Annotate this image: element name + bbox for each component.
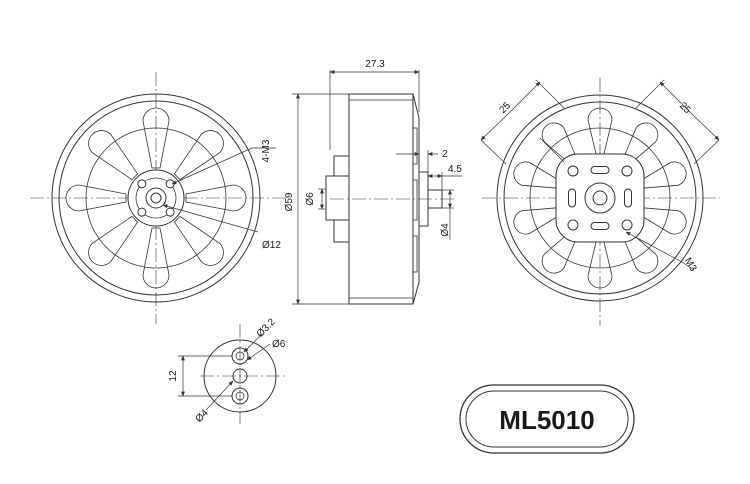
mount-hole <box>137 179 147 189</box>
front-mount-holes <box>137 179 175 217</box>
vane <box>541 122 578 166</box>
rear-spacing-right-label: 25 <box>677 100 693 116</box>
shaft-length-label: 4.5 <box>448 164 462 175</box>
front-vanes <box>65 107 247 289</box>
vane <box>587 241 613 289</box>
vane <box>513 161 560 189</box>
vane <box>88 215 139 266</box>
vane <box>185 184 247 212</box>
vane <box>142 227 170 289</box>
front-view: 4-M3 Ø12 <box>30 72 286 324</box>
model-badge: ML5010 <box>459 384 635 454</box>
vane <box>88 130 139 181</box>
vane <box>622 122 659 166</box>
front-diameter-label: Ø12 <box>262 240 281 251</box>
vane <box>587 107 613 155</box>
mount-hole <box>165 207 175 217</box>
vane <box>65 184 127 212</box>
vane <box>622 230 659 274</box>
rear-spacing-left-label: 25 <box>497 100 513 116</box>
adapter-outer-diameter-label: Ø6 <box>272 339 286 350</box>
side-view: 27.3 Ø59 Ø6 2 4.5 Ø4 <box>284 59 462 305</box>
prop-adapter-view: Ø3.2 Ø6 12 Ø4 <box>168 316 286 425</box>
mount-slot <box>624 188 632 208</box>
front-thread-label: 4-M3 <box>261 139 272 162</box>
overall-diameter-label: Ø59 <box>284 192 295 211</box>
mount-slot <box>590 222 610 230</box>
shaft-step-label: 2 <box>442 149 448 160</box>
rear-thread-label: M3 <box>682 256 699 274</box>
mount-hole <box>567 165 579 177</box>
mount-slot <box>590 166 610 174</box>
vane <box>173 130 224 181</box>
hub-diameter-label: Ø6 <box>305 192 316 206</box>
rear-vanes <box>513 107 687 289</box>
vane <box>173 215 224 266</box>
mount-slot <box>568 188 576 208</box>
model-name: ML5010 <box>499 405 594 435</box>
adapter-shaft-diameter-label: Ø4 <box>194 407 212 425</box>
mount-hole <box>567 219 579 231</box>
adapter-height-label: 12 <box>168 370 179 382</box>
vane <box>640 161 687 189</box>
shaft-diameter-label: Ø4 <box>440 223 451 237</box>
vane <box>142 107 170 169</box>
mount-hole <box>621 219 633 231</box>
rear-mount-slots <box>567 165 633 231</box>
adapter-hole-diameter-label: Ø3.2 <box>255 316 278 339</box>
overall-length-label: 27.3 <box>365 59 385 70</box>
vane <box>541 230 578 274</box>
mount-hole <box>137 207 147 217</box>
vane <box>640 207 687 235</box>
rear-view: 25 25 M3 <box>480 78 720 326</box>
mount-hole <box>621 165 633 177</box>
vane <box>513 207 560 235</box>
